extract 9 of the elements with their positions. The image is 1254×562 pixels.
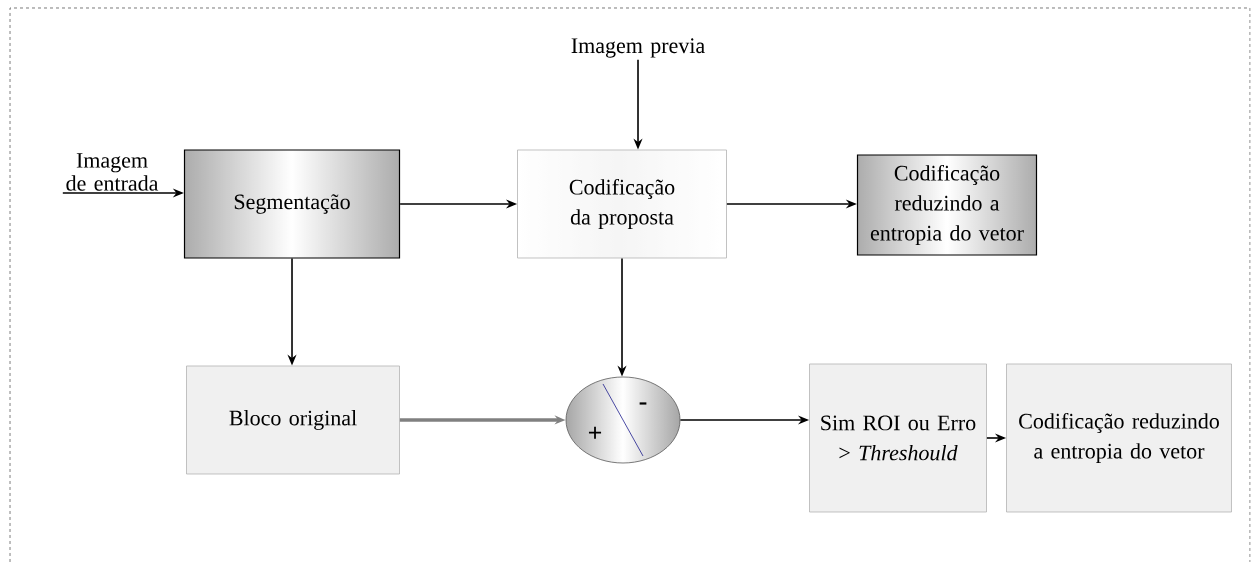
summing-junction: - + [565, 376, 681, 464]
decision-box: Sim ROI ou Erro > Threshould [809, 363, 987, 513]
process-box: Codificação reduzindo a entropia do vetor [856, 154, 1038, 256]
process-box: Codificação da proposta [517, 149, 727, 259]
process-box: Bloco original [186, 365, 400, 475]
process-box: Codificação reduzindo a entropia do vetor [1006, 363, 1232, 513]
text-label: Imagem de entrada [66, 153, 159, 191]
process-box: Segmentação [183, 149, 401, 259]
text-label: Imagem previa [571, 38, 705, 58]
